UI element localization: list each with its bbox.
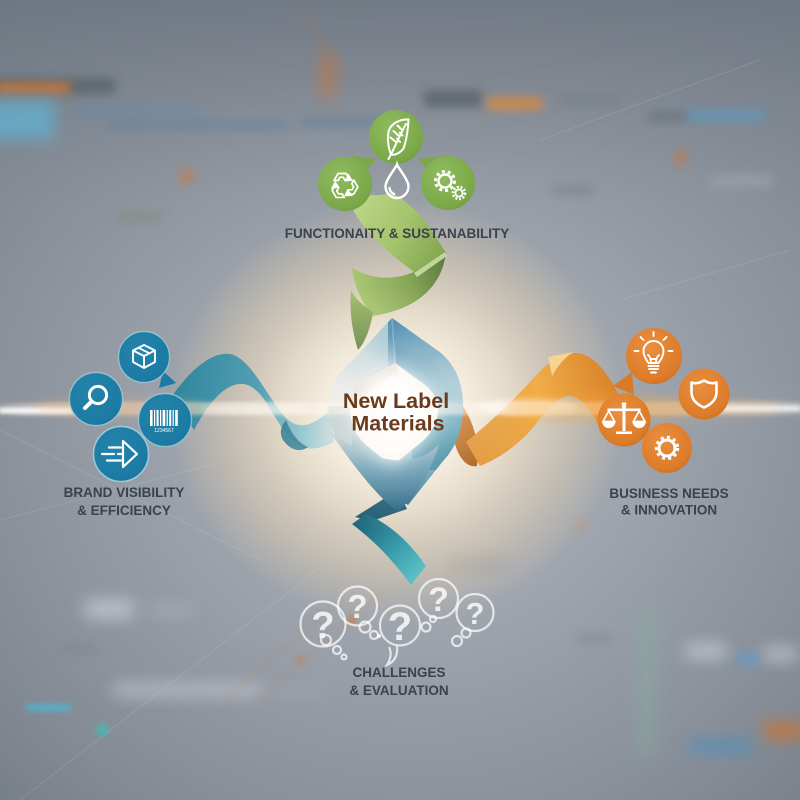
svg-text:BRAND VISIBILITY: BRAND VISIBILITY <box>64 485 185 500</box>
svg-text:?: ? <box>311 605 334 647</box>
svg-text:Materials: Materials <box>351 412 444 436</box>
svg-text:?: ? <box>428 581 449 619</box>
svg-text:& EFFICIENCY: & EFFICIENCY <box>77 503 171 518</box>
svg-text:?: ? <box>388 605 412 649</box>
svg-text:CHALLENGES: CHALLENGES <box>352 665 445 680</box>
svg-text:1234567: 1234567 <box>154 428 174 434</box>
svg-text:New Label: New Label <box>343 389 449 413</box>
svg-text:& EVALUATION: & EVALUATION <box>349 683 448 698</box>
svg-text:FUNCTIONAITY & SUSTANABILITY: FUNCTIONAITY & SUSTANABILITY <box>285 226 510 241</box>
svg-text:?: ? <box>347 588 367 625</box>
svg-text:?: ? <box>466 596 485 631</box>
svg-text:& INNOVATION: & INNOVATION <box>621 503 717 518</box>
svg-text:BUSINESS NEEDS: BUSINESS NEEDS <box>609 486 728 501</box>
